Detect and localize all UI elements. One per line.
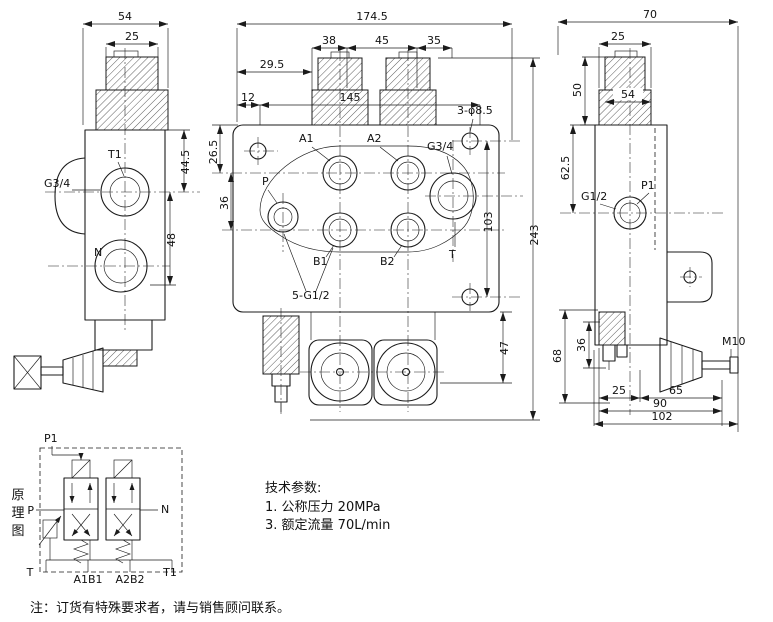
- note-mounting-holes-label: 3-φ8.5: [457, 104, 493, 117]
- dim-102-label: 102: [652, 410, 673, 423]
- dim-50-label: 50: [571, 83, 584, 97]
- port-n-label: N: [94, 246, 102, 259]
- tech-params-heading: 技术参数:: [265, 480, 321, 496]
- dim-26-5-label: 26.5: [207, 140, 220, 165]
- port-a1-label: A1: [299, 132, 314, 145]
- dim-243-label: 243: [528, 225, 541, 246]
- dim-68-label: 68: [551, 349, 564, 363]
- port-t1-label: T1: [107, 148, 122, 161]
- front-view: 174.5 38 45 35 29.5 12 145 26.5 36 103 2…: [207, 10, 541, 421]
- port-a2-label: A2: [367, 132, 382, 145]
- port-g12-label: G1/2: [581, 190, 607, 203]
- dim-62-5-label: 62.5: [559, 156, 572, 181]
- schematic-frame: [39, 447, 183, 573]
- dim-35-label: 35: [427, 34, 441, 47]
- dim-174-5-label: 174.5: [356, 10, 388, 23]
- schematic-p-label: P: [27, 504, 34, 517]
- note-port-threads-label: 5-G1/2: [292, 289, 330, 302]
- dim-70-label: 70: [643, 8, 657, 21]
- left-side-view: 54 25 44.5 48 T1 G3/4 N: [13, 10, 200, 393]
- tech-params-pressure: 1. 公称压力 20MPa: [265, 500, 381, 515]
- schematic-a1b1-label: A1B1: [73, 573, 102, 586]
- port-t-label: T: [448, 248, 456, 261]
- port-p1-label: P1: [641, 179, 655, 192]
- dim-54-label: 54: [118, 10, 132, 23]
- schematic-a2b2-label: A2B2: [115, 573, 144, 586]
- dim-48-label: 48: [165, 233, 178, 247]
- dim-25-top-label: 25: [611, 30, 625, 43]
- schematic-title-char-2: 理: [11, 506, 24, 521]
- dim-25-bottom-label: 25: [612, 384, 626, 397]
- right-side-view: M10 70 25 50 54 62.5 G1/2 P1 36 68 25 65: [551, 8, 746, 432]
- thread-m10-label: M10: [722, 335, 746, 348]
- schematic-title-char-3: 图: [11, 524, 24, 539]
- dim-36-right-label: 36: [575, 338, 588, 352]
- technical-parameters: 技术参数: 1. 公称压力 20MPa 3. 额定流量 70L/min: [265, 480, 390, 533]
- port-g34-front-label: G3/4: [427, 140, 453, 153]
- dim-103-label: 103: [482, 212, 495, 233]
- dim-45-label: 45: [375, 34, 389, 47]
- schematic-t-label: T: [26, 566, 34, 579]
- port-b1-label: B1: [313, 255, 328, 268]
- port-g34-left-label: G3/4: [44, 177, 70, 190]
- order-note: 注：订货有特殊要求者，请与销售顾问联系。: [30, 600, 290, 616]
- dim-44-5-label: 44.5: [179, 150, 192, 175]
- dim-54-right-label: 54: [621, 88, 635, 101]
- schematic-title-char-1: 原: [11, 488, 24, 503]
- dim-47-label: 47: [498, 341, 511, 355]
- tech-params-flow: 3. 额定流量 70L/min: [265, 518, 390, 533]
- port-b2-label: B2: [380, 255, 395, 268]
- dim-90-label: 90: [653, 397, 667, 410]
- schematic-p1-label: P1: [44, 432, 58, 445]
- dim-38-label: 38: [322, 34, 336, 47]
- dim-12-label: 12: [241, 91, 255, 104]
- dim-145-label: 145: [340, 91, 361, 104]
- schematic-t1-label: T1: [162, 566, 177, 579]
- dim-36-front-label: 36: [218, 196, 231, 210]
- port-p-label: P: [262, 175, 269, 188]
- schematic-n-label: N: [161, 503, 169, 516]
- dim-25-label: 25: [125, 30, 139, 43]
- dim-65-label: 65: [669, 384, 683, 397]
- hydraulic-schematic: 原 理 图 P1 P N T T1: [11, 432, 183, 586]
- dim-29-5-label: 29.5: [260, 58, 285, 71]
